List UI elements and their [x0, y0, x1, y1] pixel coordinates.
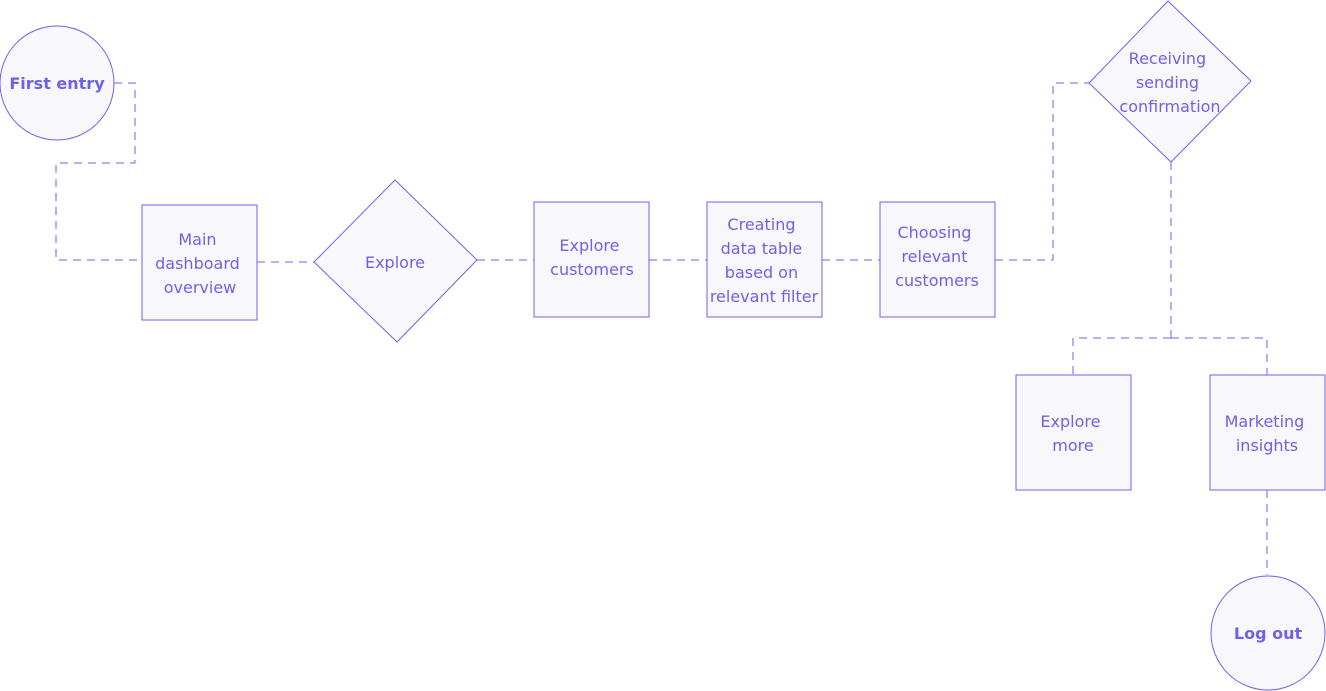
explore-diamond	[313, 179, 478, 343]
edge-branch-to-marketing-insights	[1171, 337, 1268, 375]
receiving-confirmation-diamond	[1088, 0, 1252, 163]
node-explore-customers: Explore customers	[533, 201, 650, 318]
edge-choosing-customers-to-receiving-confirmation	[995, 82, 1089, 261]
connectors	[55, 82, 1268, 575]
node-marketing-insights: Marketing insights	[1209, 374, 1326, 491]
explore-label: Explore	[365, 253, 425, 272]
marketing-insights-box	[1209, 374, 1326, 491]
node-choosing-customers: Choosing relevant customers	[879, 201, 996, 318]
node-explore: Explore	[313, 179, 478, 343]
main-dashboard-label: Main dashboard overview	[155, 230, 245, 297]
node-creating-table: Creating data table based on relevant fi…	[706, 201, 823, 318]
node-first-entry: First entry	[0, 25, 115, 141]
explore-more-label: Explore more	[1040, 412, 1105, 455]
choosing-customers-box	[879, 201, 996, 318]
creating-table-box	[706, 201, 823, 318]
first-entry-label: First entry	[9, 74, 105, 93]
choosing-customers-label: Choosing relevant customers	[895, 223, 979, 290]
log-out-circle	[1210, 575, 1326, 691]
edge-branch-to-explore-more	[1072, 337, 1171, 375]
node-receiving-confirmation: Receiving sending confirmation	[1088, 0, 1252, 163]
edge-first-entry-to-main-dashboard	[55, 82, 142, 261]
explore-more-box	[1015, 374, 1132, 491]
node-log-out: Log out	[1210, 575, 1326, 691]
main-dashboard-box	[141, 204, 258, 321]
marketing-insights-label: Marketing insights	[1225, 412, 1310, 455]
explore-customers-label: Explore customers	[550, 236, 634, 279]
node-main-dashboard: Main dashboard overview	[141, 204, 258, 321]
node-explore-more: Explore more	[1015, 374, 1132, 491]
receiving-confirmation-label: Receiving sending confirmation	[1119, 49, 1220, 116]
creating-table-label: Creating data table based on relevant fi…	[710, 215, 819, 306]
first-entry-circle	[0, 25, 115, 141]
explore-customers-box	[533, 201, 650, 318]
log-out-label: Log out	[1234, 624, 1303, 643]
